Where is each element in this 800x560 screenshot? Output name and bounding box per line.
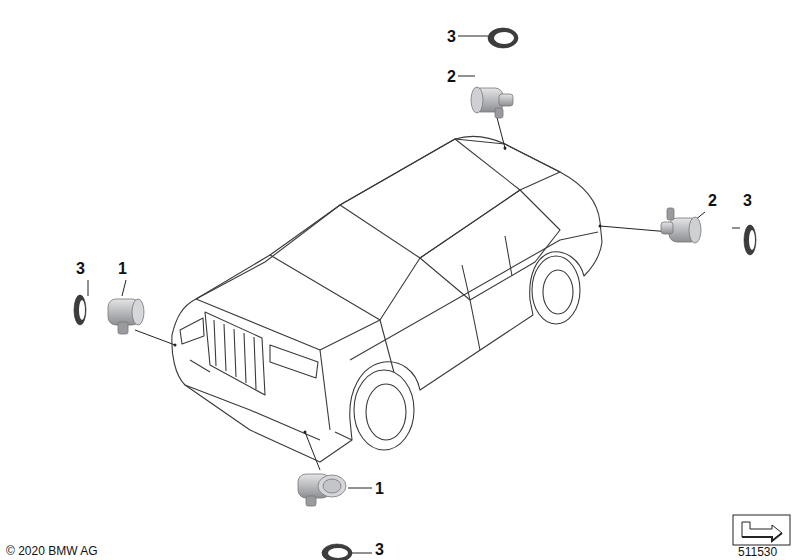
callout-number: 1 — [375, 481, 384, 497]
callout-number: 3 — [447, 29, 456, 45]
callout-number: 3 — [375, 542, 384, 558]
footer-note: 511530 — [738, 546, 777, 558]
footer-note: © 2020 BMW AG — [6, 545, 98, 557]
callout-number: 1 — [118, 261, 127, 277]
callout-number: 3 — [743, 193, 752, 209]
callout-number: 2 — [708, 193, 717, 209]
callout-number: 3 — [76, 261, 85, 277]
callout-number: 2 — [447, 69, 456, 85]
